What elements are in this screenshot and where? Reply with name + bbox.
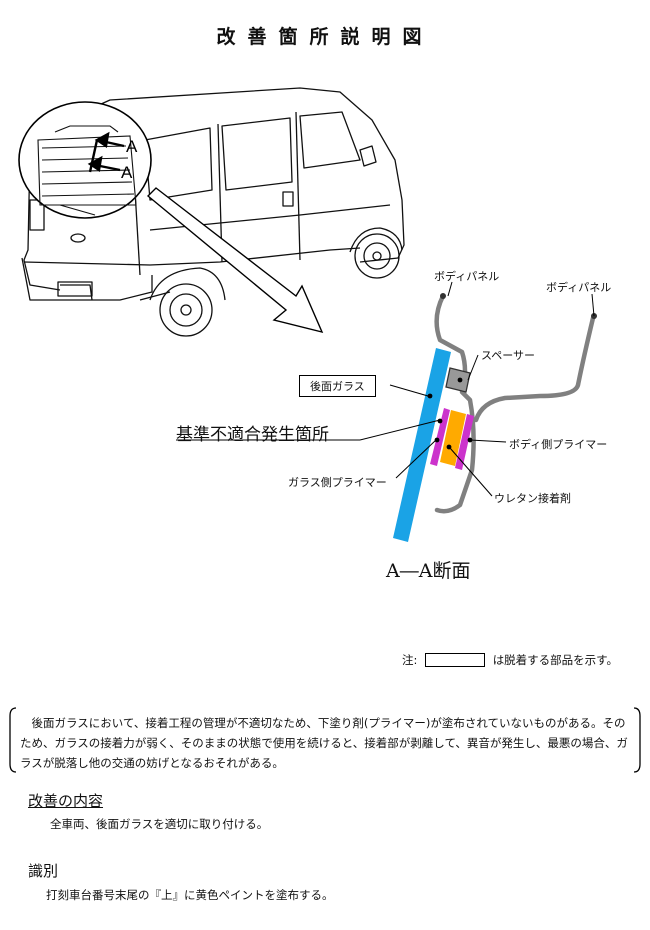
body-panel-outer [473, 315, 596, 423]
repair-diagram: A A [18, 87, 597, 542]
callout-arrow [146, 187, 324, 334]
label-nonconformity-location: 基準不適合発生箇所 [176, 425, 329, 445]
page-title: 改善箇所説明図 [216, 26, 434, 48]
label-urethane-adhesive: ウレタン接着剤 [494, 492, 571, 505]
identification-heading: 識別 [28, 862, 59, 880]
glass-side-primer [430, 408, 450, 466]
body-side-primer [455, 414, 474, 470]
note-suffix: は脱着する部品を示す。 [492, 653, 619, 667]
label-rear-glass: 後面ガラス [299, 375, 376, 397]
rear-glass-detail [37, 125, 137, 216]
defect-description: 後面ガラスにおいて、接着工程の管理が不適切なため、下塗り剤(プライマー)が塗布さ… [20, 716, 628, 770]
label-body-panel-right: ボディパネル [546, 281, 612, 294]
improvement-heading: 改善の内容 [28, 792, 104, 810]
section-caption: A―A断面 [386, 560, 471, 582]
urethane-adhesive [440, 410, 466, 466]
section-arrows [87, 131, 125, 173]
label-glass-side-primer: ガラス側プライマー [288, 476, 387, 489]
identification-text: 打刻車台番号末尾の『上』に黄色ペイントを塗布する。 [46, 888, 334, 902]
leader-lines [176, 281, 595, 497]
section-marker-a-bottom: A [121, 163, 133, 182]
section-marker-a-top: A [126, 137, 138, 156]
note-prefix: 注: [402, 653, 418, 667]
note-legend-box [425, 653, 486, 667]
body-panel-inner [434, 293, 476, 514]
note-line: 注: は脱着する部品を示す。 [402, 652, 618, 668]
improvement-text: 全車両、後面ガラスを適切に取り付ける。 [50, 817, 269, 831]
label-spacer: スペーサー [481, 349, 536, 362]
label-body-panel-left: ボディパネル [434, 270, 500, 283]
magnifier-circle [18, 101, 152, 219]
rear-glass-pane [393, 348, 451, 542]
label-body-side-primer: ボディ側プライマー [509, 438, 608, 451]
description-bracket [9, 707, 641, 773]
